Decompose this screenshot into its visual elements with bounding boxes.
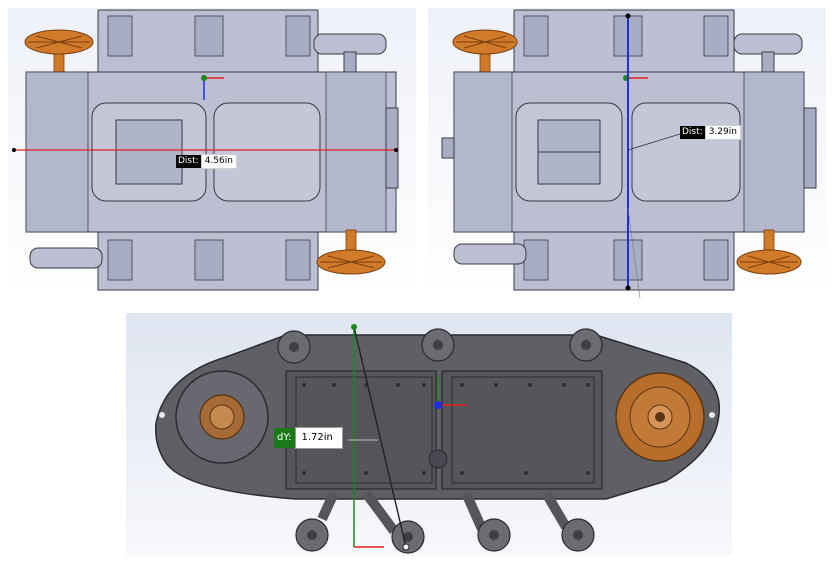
top-view-horizontal-panel: Dist: 4.56in [8,8,416,298]
road-wheel-icon [361,490,425,554]
roller-icon [277,330,311,364]
drive-sprocket-icon [615,372,715,462]
idler-wheel-icon [159,370,269,464]
roller-icon [569,328,603,362]
dy-callout-key: dY: [274,428,295,448]
distance-callout-key: Dist: [680,126,705,139]
top-view-vertical-panel: Dist: 3.29in [428,8,826,298]
side-view-model [154,324,720,554]
distance-callout-value: 4.56in [200,154,237,169]
side-view-panel: dY: 1.72in [126,313,732,556]
coordinate-triad-icon [201,75,224,100]
sprocket-icon [24,29,94,79]
dy-measure-lines [348,324,410,551]
dy-callout[interactable]: dY: 1.72in [274,427,343,449]
distance-callout-value: 3.29in [704,125,741,140]
road-wheel-icon [541,490,595,552]
vertical-measure-line [625,13,681,298]
roller-icon [421,328,455,362]
road-wheel-icon [295,490,339,552]
sprocket-icon [736,229,802,275]
top-view-horizontal-model [12,9,399,291]
coordinate-triad-icon [434,375,466,409]
sprocket-icon [452,29,518,77]
road-wheel-icon [461,490,511,552]
top-view-vertical-model [441,9,817,298]
dy-callout-value: 1.72in [294,427,343,449]
distance-callout-key: Dist: [176,155,201,168]
horizontal-measure-line [12,148,398,152]
distance-callout[interactable]: Dist: 4.56in [176,154,237,169]
sprocket-icon [316,229,386,275]
distance-callout[interactable]: Dist: 3.29in [680,125,741,140]
